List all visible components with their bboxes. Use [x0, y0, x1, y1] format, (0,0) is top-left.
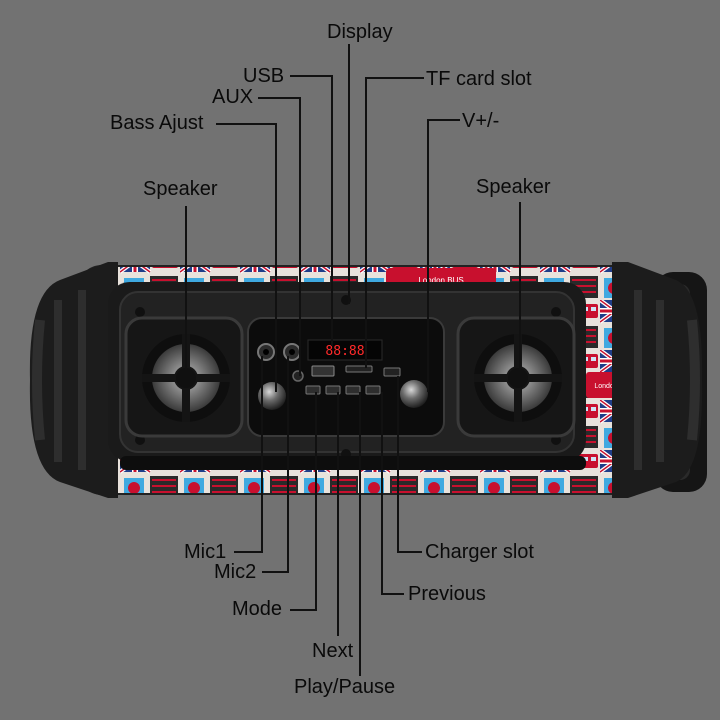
- label-usb: USB: [243, 65, 285, 87]
- callout-line-tf-card: [365, 77, 424, 368]
- label-speaker-right: Speaker: [476, 176, 551, 198]
- callout-line-charger: [397, 376, 422, 553]
- callout-line-mode: [290, 392, 317, 611]
- callout-line-mic2: [262, 356, 289, 573]
- label-mode: Mode: [232, 598, 283, 620]
- label-aux: AUX: [212, 86, 254, 108]
- label-charger-slot: Charger slot: [425, 541, 534, 563]
- left-end-cap: [29, 262, 118, 498]
- label-mic1: Mic1: [184, 541, 227, 563]
- label-mic2: Mic2: [214, 561, 257, 583]
- callout-line-aux: [258, 97, 301, 376]
- led-display: 88:88: [325, 344, 364, 359]
- callout-line-bass: [216, 123, 277, 392]
- left-speaker-driver: [124, 316, 244, 438]
- label-play-pause: Play/Pause: [294, 676, 396, 698]
- label-speaker-left: Speaker: [143, 178, 218, 200]
- label-previous: Previous: [408, 583, 486, 605]
- right-speaker-driver: [456, 316, 576, 438]
- bus-sign-right-text: London: [594, 383, 617, 390]
- label-display: Display: [327, 21, 393, 43]
- callout-line-mic1: [234, 356, 263, 553]
- control-panel: 88:88: [247, 317, 445, 437]
- callout-line-previous: [381, 392, 404, 595]
- bus-sign-text: London BUS: [418, 276, 463, 285]
- label-volume: V+/-: [462, 110, 500, 132]
- callout-line-volume: [427, 119, 460, 392]
- bottom-grip: [120, 456, 586, 470]
- callout-line-usb: [290, 75, 333, 346]
- label-next: Next: [312, 640, 354, 662]
- label-tf-card-slot: TF card slot: [426, 68, 532, 90]
- right-end-cap: [612, 262, 703, 498]
- callout-lines: [185, 44, 521, 676]
- label-bass-adjust: Bass Ajust: [110, 112, 204, 134]
